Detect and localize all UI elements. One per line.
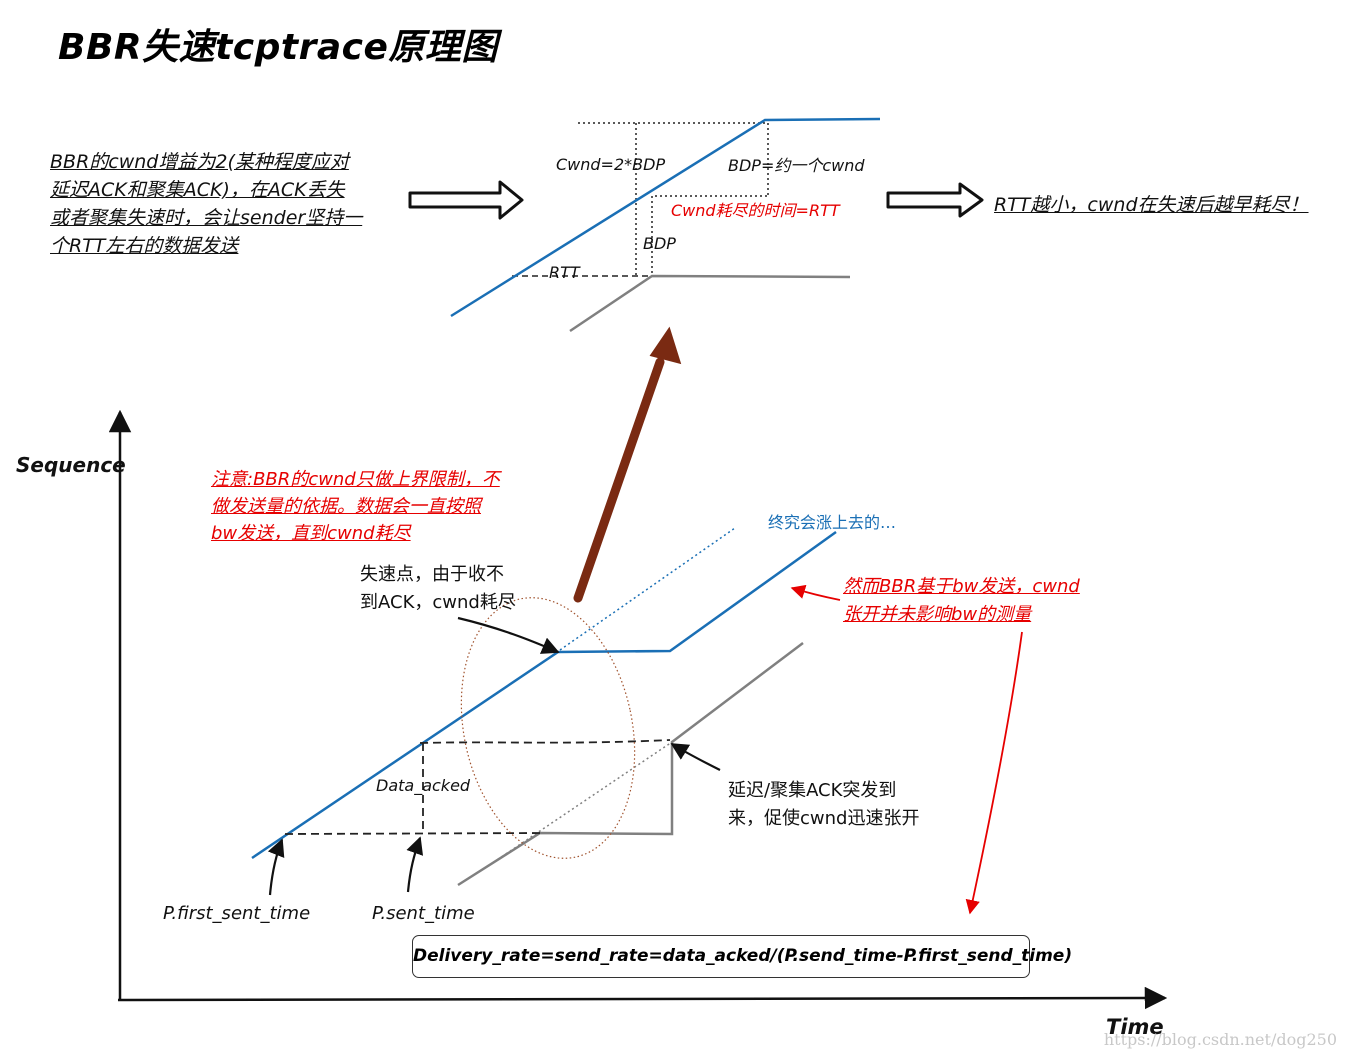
- page-title: BBR失速tcptrace原理图: [58, 27, 498, 68]
- inset-bdp-cwnd-label: BDP=约一个cwnd: [728, 156, 865, 175]
- attention-note-line: bw发送，直到cwnd耗尽: [211, 523, 411, 544]
- data-acked-top-dashed-line: [419, 739, 671, 744]
- stall-note-line: 失速点，由于收不: [360, 564, 504, 585]
- however-to-formula-arrow: [965, 631, 1023, 915]
- attention-note-line: 注意:BBR的cwnd只做上界限制，不: [211, 469, 500, 490]
- inset-bdp-label: BDP: [643, 234, 676, 253]
- inset-rtt-label: RTT: [549, 263, 580, 282]
- x-axis-label: Time: [1106, 1015, 1164, 1039]
- inset-blue-sequence-line: [450, 117, 881, 318]
- watermark: https://blog.csdn.net/dog250: [1103, 1030, 1337, 1049]
- top-left-note-line: BBR的cwnd增益为2(某种程度应对: [50, 151, 349, 173]
- data-acked-label: Data_acked: [376, 776, 471, 795]
- top-left-note-line: 延迟ACK和聚集ACK)，在ACK丢失: [50, 179, 345, 201]
- attention-note: 注意:BBR的cwnd只做上界限制，不 做发送量的依据。数据会一直按照 bw发送…: [211, 466, 500, 547]
- first-sent-pointer-arrow: [267, 838, 285, 896]
- inset-diagram: [450, 117, 881, 333]
- top-left-note: BBR的cwnd增益为2(某种程度应对 延迟ACK和聚集ACK)，在ACK丢失 …: [50, 148, 362, 260]
- x-axis: [117, 986, 1168, 1010]
- stall-pointer-arrow: [457, 616, 560, 654]
- top-right-note: RTT越小，cwnd在失速后越早耗尽！: [994, 194, 1309, 216]
- inset-exhaust-label: Cwnd耗尽的时间=RTT: [671, 201, 840, 220]
- sent-time-label: P.sent_time: [372, 903, 475, 924]
- brown-zoom-arrow-shaft: [573, 357, 665, 603]
- top-left-note-line: 个RTT左右的数据发送: [50, 235, 239, 257]
- brown-zoom-arrow-head: [649, 326, 682, 365]
- y-axis-label: Sequence: [16, 453, 126, 477]
- however-pointer-arrow: [790, 584, 841, 601]
- however-note-line: 然而BBR基于bw发送，cwnd: [843, 576, 1080, 597]
- inset-cwnd-label: Cwnd=2*BDP: [556, 155, 666, 174]
- first-sent-time-label: P.first_sent_time: [163, 903, 311, 924]
- stall-highlight-ellipse: [460, 597, 636, 859]
- hollow-arrow-right: [886, 182, 984, 218]
- blue-sequence-line: [251, 530, 837, 860]
- burst-pointer-arrow: [670, 743, 721, 771]
- sent-pointer-arrow: [406, 836, 424, 893]
- however-note: 然而BBR基于bw发送，cwnd 张开并未影响bw的测量: [843, 573, 1080, 629]
- top-left-note-line: 或者聚集失速时，会让sender坚持一: [50, 207, 363, 229]
- first-sent-dashed-line: [284, 832, 546, 835]
- inset-grey-ack-line: [569, 274, 851, 333]
- stall-note-line: 到ACK，cwnd耗尽: [360, 592, 516, 613]
- delivery-rate-formula: Delivery_rate=send_rate=data_acked/(P.se…: [412, 935, 1072, 978]
- hollow-arrow-left: [408, 180, 524, 220]
- grey-ack-line: [457, 642, 804, 887]
- burst-note: 延迟/聚集ACK突发到 来，促使cwnd迅速张开: [728, 777, 919, 833]
- attention-note-line: 做发送量的依据。数据会一直按照: [211, 496, 481, 517]
- stall-note: 失速点，由于收不 到ACK，cwnd耗尽: [360, 561, 516, 617]
- eventually-label: 终究会涨上去的…: [768, 513, 897, 532]
- however-note-line: 张开并未影响bw的测量: [843, 604, 1032, 625]
- burst-note-line: 延迟/聚集ACK突发到: [728, 780, 897, 801]
- burst-note-line: 来，促使cwnd迅速张开: [728, 808, 920, 829]
- blue-projection-dotted-line: [559, 527, 736, 651]
